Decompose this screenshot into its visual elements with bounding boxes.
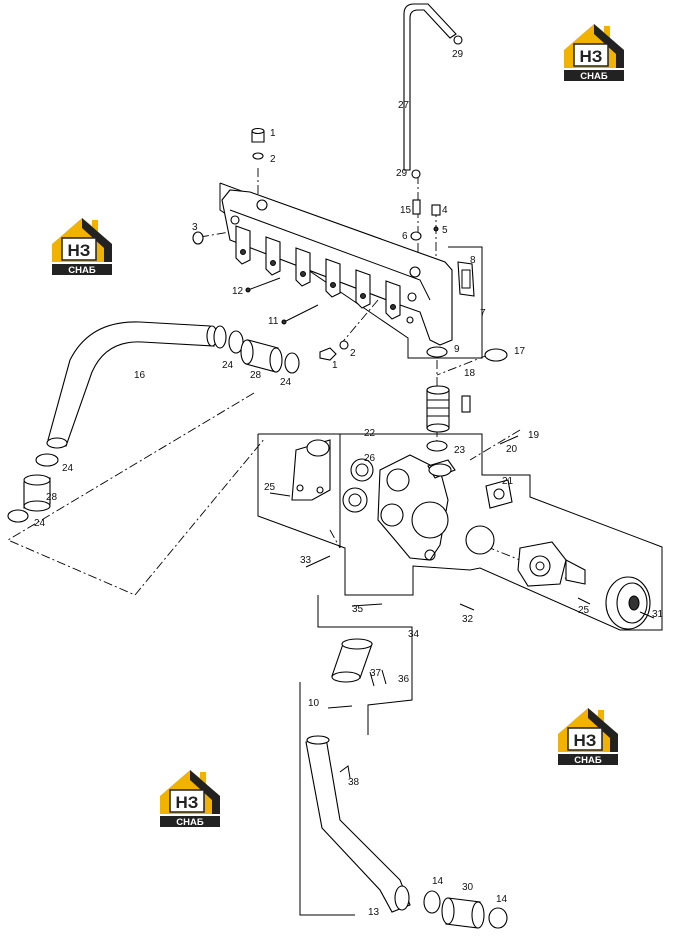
callout-c34: 34 [408, 629, 420, 640]
callout-c24b: 24 [280, 377, 292, 388]
callout-c6: 6 [402, 231, 408, 242]
callout-c24a: 24 [222, 360, 234, 371]
callout-c32: 32 [462, 614, 474, 625]
callout-c24c: 24 [62, 463, 74, 474]
callout-c35: 35 [352, 604, 364, 615]
logo-mark: НЗ [68, 241, 91, 260]
callout-c29b: 29 [396, 168, 408, 179]
callout-c1a: 1 [270, 128, 276, 139]
small-fittings [410, 199, 441, 241]
callout-c11: 11 [268, 316, 279, 327]
callout-c19: 19 [528, 430, 540, 441]
brand-logo: НЗ СНАБ [564, 24, 624, 82]
callout-c1b: 1 [332, 360, 338, 371]
brand-logo: НЗ СНАБ [558, 708, 618, 766]
callout-c14a: 14 [432, 876, 444, 887]
thermostat-cover [291, 439, 331, 501]
logo-mark: НЗ [580, 47, 603, 66]
brand-logo: НЗ СНАБ [52, 218, 112, 276]
callout-c2b: 2 [350, 348, 356, 359]
callout-c20: 20 [506, 444, 518, 455]
callout-c28b: 28 [46, 492, 58, 503]
manifold-bolts [245, 277, 319, 325]
logo-caption: СНАБ [574, 755, 602, 766]
callout-c26: 26 [364, 453, 376, 464]
connector-sleeve [426, 346, 508, 452]
callout-c28a: 28 [250, 370, 262, 381]
clip-36-37 [369, 669, 387, 687]
callout-c7: 7 [480, 308, 486, 319]
callout-c25a: 25 [264, 482, 276, 493]
fasteners-housing [269, 435, 655, 619]
callout-c12: 12 [232, 286, 244, 297]
callout-c2a: 2 [270, 154, 276, 165]
vent-tube [403, 3, 463, 179]
water-pump [517, 541, 586, 587]
callout-c25b: 25 [578, 605, 590, 616]
callout-c27: 27 [398, 100, 410, 111]
gasket-washer [192, 231, 204, 245]
logo-caption: СНАБ [68, 265, 96, 276]
logo-caption: СНАБ [580, 71, 608, 82]
callout-c14b: 14 [496, 894, 508, 905]
coolant-manifold [221, 189, 453, 346]
callout-c13: 13 [368, 907, 380, 918]
short-pipe-34 [331, 638, 373, 683]
nut-washer-lower [319, 340, 349, 361]
hose-set-left [7, 453, 59, 523]
callout-c36: 36 [398, 674, 410, 685]
logo-caption: СНАБ [176, 817, 204, 828]
callout-c30: 30 [462, 882, 474, 893]
logo-mark: НЗ [574, 731, 597, 750]
callout-c16: 16 [134, 370, 146, 381]
bolt-cap-top [251, 127, 265, 160]
thermostats [342, 458, 374, 513]
callout-c21: 21 [502, 476, 514, 487]
clip-38 [339, 765, 351, 779]
callout-c29a: 29 [452, 49, 464, 60]
callout-c3: 3 [192, 222, 198, 233]
callout-c15: 15 [400, 205, 412, 216]
callout-c24d: 24 [34, 518, 46, 529]
callout-c18: 18 [464, 368, 476, 379]
callout-c38: 38 [348, 777, 360, 788]
callout-labels: 1234567891011121314141516171819202122232… [34, 49, 664, 918]
callout-c23: 23 [454, 445, 466, 456]
callout-c31: 31 [652, 609, 664, 620]
callout-c8: 8 [470, 255, 476, 266]
callout-c10: 10 [308, 698, 320, 709]
group-outline-lower-pipe [299, 595, 413, 916]
callout-c33: 33 [300, 555, 312, 566]
callout-c5: 5 [442, 225, 448, 236]
pulley [605, 576, 651, 630]
group-outline-thermostat-housing [257, 433, 663, 631]
lower-bent-pipe-13 [305, 735, 411, 913]
thermostat-housing [377, 454, 456, 561]
callout-c4: 4 [442, 205, 448, 216]
brand-logo: НЗ СНАБ [160, 770, 220, 828]
callout-c22: 22 [364, 428, 376, 439]
callout-c9: 9 [454, 344, 460, 355]
gasket-35 [351, 603, 383, 607]
bent-coolant-pipe [46, 321, 218, 449]
logo-mark: НЗ [176, 793, 199, 812]
hose-set-upper [213, 325, 300, 374]
flange-gasket [457, 261, 475, 297]
housing-gasket [465, 479, 513, 555]
callout-c17: 17 [514, 346, 526, 357]
hose-set-lower [423, 890, 508, 929]
gasket-10 [327, 705, 353, 709]
callout-c37: 37 [370, 668, 382, 679]
